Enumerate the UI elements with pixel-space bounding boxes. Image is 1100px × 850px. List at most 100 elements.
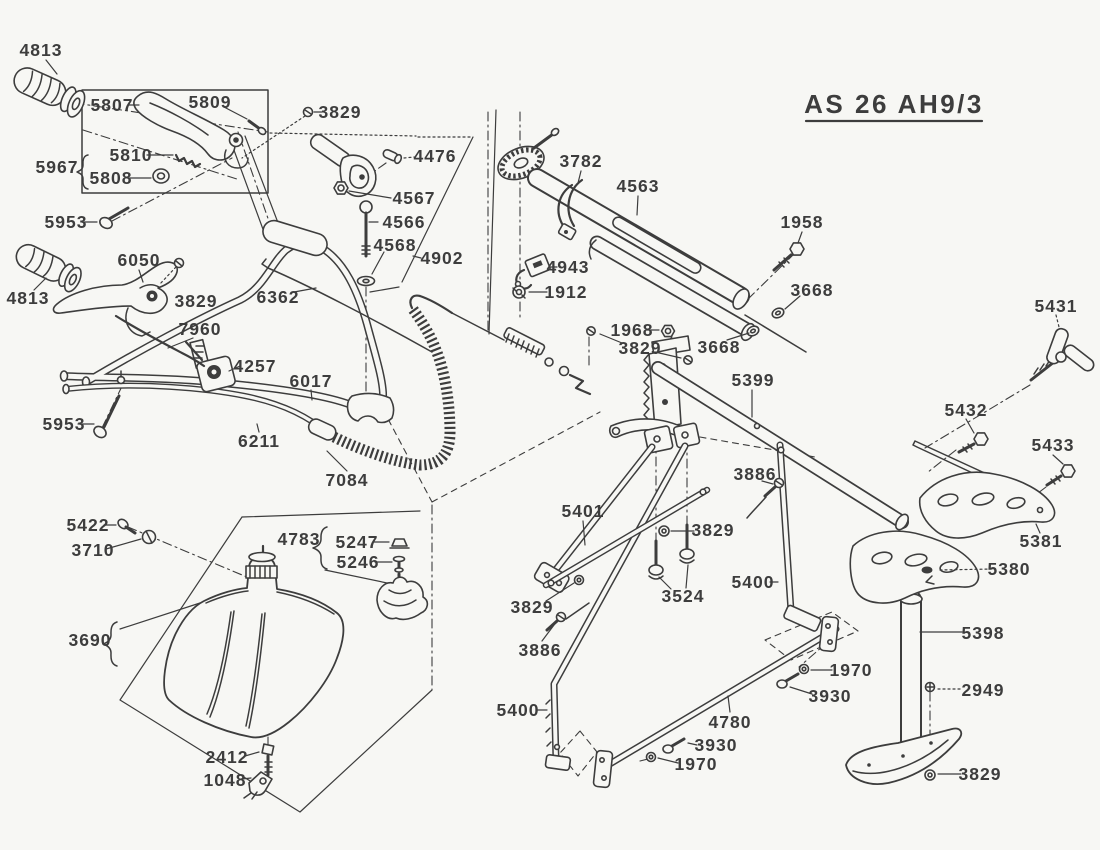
screw-3886-right-drawing bbox=[746, 477, 785, 519]
throttle-lever-5807-drawing bbox=[133, 91, 236, 161]
bolt-3930-right-drawing bbox=[776, 672, 800, 689]
handle-grip-bottom-drawing bbox=[15, 243, 82, 293]
part-label-5953-26: 5953 bbox=[43, 414, 86, 434]
bracket-assembly bbox=[849, 327, 1095, 604]
part-label-5432-34: 5432 bbox=[945, 400, 988, 420]
bushing-5808-drawing bbox=[152, 168, 170, 184]
part-label-1958-15: 1958 bbox=[781, 212, 824, 232]
cable-adjuster-drawing bbox=[503, 327, 592, 396]
part-label-5399-32: 5399 bbox=[732, 370, 775, 390]
part-label-5808-6: 5808 bbox=[90, 168, 133, 188]
handle-grip-top-drawing bbox=[13, 67, 86, 118]
part-label-4476-8: 4476 bbox=[414, 146, 457, 166]
part-label-5246-47: 5246 bbox=[337, 552, 380, 572]
bolt-5953-bottom-drawing bbox=[93, 394, 121, 439]
part-label-5398-51: 5398 bbox=[962, 623, 1005, 643]
part-label-3668-31: 3668 bbox=[698, 337, 741, 357]
part-label-3668-18: 3668 bbox=[791, 280, 834, 300]
part-label-7084-28: 7084 bbox=[326, 470, 369, 490]
bolt-5433-drawing bbox=[1045, 464, 1076, 487]
bolt-3524-right-drawing bbox=[679, 523, 695, 564]
washer-3668-lower-drawing bbox=[746, 325, 760, 337]
part-label-2412-59: 2412 bbox=[206, 747, 249, 767]
part-label-3886-36: 3886 bbox=[734, 464, 777, 484]
spiral-hose-7084-drawing bbox=[307, 294, 592, 471]
clamp-1048-drawing bbox=[243, 771, 273, 800]
part-label-5431-33: 5431 bbox=[1035, 296, 1078, 316]
brace-3690 bbox=[102, 621, 118, 667]
frame-assembly bbox=[533, 335, 909, 789]
part-label-4813-20: 4813 bbox=[7, 288, 50, 308]
part-label-5380-50: 5380 bbox=[988, 559, 1031, 579]
nut-1968-drawing bbox=[660, 324, 676, 338]
bolt-1958-drawing bbox=[772, 242, 805, 272]
bolt-3930-left-drawing bbox=[662, 737, 686, 754]
brace-4783 bbox=[312, 526, 328, 570]
lever-6050-drawing bbox=[52, 257, 185, 337]
stand-assembly bbox=[845, 589, 963, 785]
part-label-4780-54: 4780 bbox=[709, 712, 752, 732]
grip-sleeve-drawing bbox=[262, 219, 328, 257]
bolt-5953-top-drawing bbox=[99, 206, 130, 230]
part-label-1912-17: 1912 bbox=[545, 282, 588, 302]
page-title: AS 26 AH9/3 bbox=[804, 89, 984, 119]
bolt-5432-drawing bbox=[957, 432, 989, 454]
part-label-5381-49: 5381 bbox=[1020, 531, 1063, 551]
screw-3886-left-drawing bbox=[545, 602, 590, 632]
part-label-4568-11: 4568 bbox=[374, 235, 417, 255]
part-label-3829-30: 3829 bbox=[619, 338, 662, 358]
part-label-4257-24: 4257 bbox=[234, 356, 277, 376]
part-label-3782-13: 3782 bbox=[560, 151, 603, 171]
rod-6362-drawing bbox=[261, 258, 433, 353]
cap-5247-drawing bbox=[389, 538, 410, 549]
clamp-3782-drawing bbox=[557, 178, 584, 241]
part-label-3524-40: 3524 bbox=[662, 586, 705, 606]
bolt-3524-left-drawing bbox=[648, 539, 664, 580]
part-label-6050-19: 6050 bbox=[118, 250, 161, 270]
nut-1912-drawing bbox=[512, 285, 526, 299]
part-label-7960-23: 7960 bbox=[179, 319, 222, 339]
part-label-3886-42: 3886 bbox=[519, 640, 562, 660]
part-label-4567-9: 4567 bbox=[393, 188, 436, 208]
bracket-5381-drawing bbox=[918, 471, 1056, 539]
part-label-3710-44: 3710 bbox=[72, 540, 115, 560]
part-label-4943-16: 4943 bbox=[547, 257, 590, 277]
handlebar-assembly bbox=[59, 219, 395, 437]
part-label-5433-35: 5433 bbox=[1032, 435, 1075, 455]
tank-3690-drawing bbox=[163, 556, 345, 739]
part-label-6362-22: 6362 bbox=[257, 287, 300, 307]
part-label-4813-0: 4813 bbox=[20, 40, 63, 60]
fuel-tank-group bbox=[102, 518, 429, 800]
part-label-3829-21: 3829 bbox=[175, 291, 218, 311]
part-label-3930-56: 3930 bbox=[809, 686, 852, 706]
t-handle-5431-drawing bbox=[1029, 327, 1095, 382]
part-label-5401-37: 5401 bbox=[562, 501, 605, 521]
screw-5809-drawing bbox=[247, 119, 267, 136]
washer-3668-upper-drawing bbox=[771, 307, 785, 319]
pin-4476-drawing bbox=[382, 148, 403, 165]
part-label-3829-61: 3829 bbox=[959, 764, 1002, 784]
throttle-detail-box bbox=[76, 89, 269, 194]
part-label-2949-52: 2949 bbox=[962, 680, 1005, 700]
bracket-4943-drawing bbox=[514, 253, 551, 290]
part-label-1970-58: 1970 bbox=[675, 754, 718, 774]
part-label-4783-45: 4783 bbox=[278, 529, 321, 549]
nut-4567-drawing bbox=[333, 181, 349, 195]
part-label-5400-39: 5400 bbox=[732, 572, 775, 592]
washer-4568-drawing bbox=[356, 275, 376, 287]
part-label-5400-53: 5400 bbox=[497, 700, 540, 720]
part-label-1048-60: 1048 bbox=[204, 770, 247, 790]
bracket-5380-drawing bbox=[849, 530, 980, 604]
brace-5967 bbox=[76, 154, 89, 190]
part-label-6017-25: 6017 bbox=[290, 371, 333, 391]
part-label-3829-3: 3829 bbox=[319, 102, 362, 122]
drive-tube-assembly bbox=[497, 127, 807, 365]
part-label-5807-1: 5807 bbox=[91, 95, 134, 115]
part-label-5809-2: 5809 bbox=[189, 92, 232, 112]
part-label-4902-12: 4902 bbox=[421, 248, 464, 268]
part-label-1968-29: 1968 bbox=[611, 320, 654, 340]
part-label-3829-41: 3829 bbox=[511, 597, 554, 617]
part-label-4566-10: 4566 bbox=[383, 212, 426, 232]
